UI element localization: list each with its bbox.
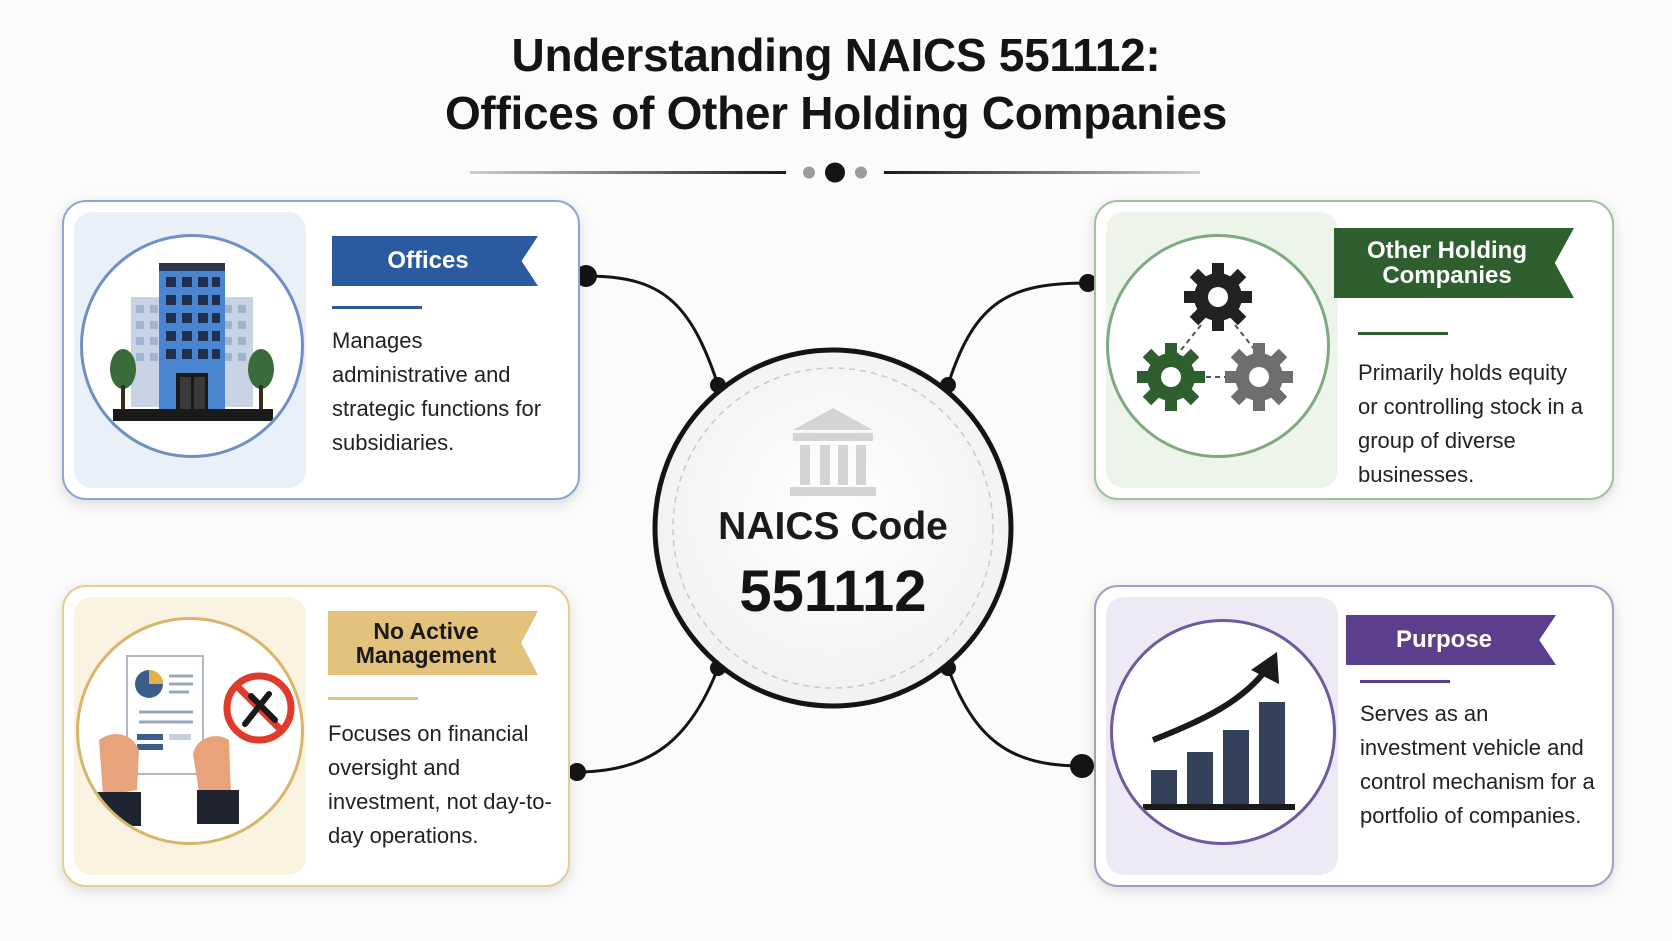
page-title-line-1: Understanding NAICS 551112:: [511, 29, 1161, 81]
card-no-active-icon-circle: [76, 617, 304, 845]
card-offices-underline: [332, 306, 422, 309]
page-title-line-2: Offices of Other Holding Companies: [444, 87, 1228, 139]
card-no-active-underline: [328, 697, 418, 700]
center-label: NAICS Code: [718, 505, 948, 548]
card-purpose-icon-circle: [1110, 619, 1336, 845]
card-offices-description: Manages administrative and strategic fun…: [332, 328, 542, 455]
card-offices: Offices Manages administrative and strat…: [62, 200, 580, 500]
bank-building-icon: [790, 408, 876, 496]
card-no-active-description: Focuses on financial oversight and inves…: [328, 721, 552, 848]
card-holding: Other Holding Companies Primarily holds …: [1094, 200, 1614, 500]
office-building-icon: [110, 263, 274, 421]
card-purpose-underline: [1360, 680, 1450, 683]
card-holding-description: Primarily holds equity or controlling st…: [1358, 360, 1583, 487]
card-no-active-heading: No Active Management: [328, 611, 538, 675]
card-purpose-heading: Purpose: [1346, 615, 1556, 665]
center-hub: [652, 347, 1014, 709]
center-code: 551112: [739, 559, 927, 624]
card-offices-icon-circle: [80, 234, 304, 458]
gears-icon: [1137, 263, 1293, 411]
report-no-tools-icon: [97, 655, 295, 826]
card-purpose-description: Serves as an investment vehicle and cont…: [1360, 701, 1595, 828]
card-no-active-management: No Active Management Focuses on financia…: [62, 585, 570, 887]
title-divider: [470, 162, 1200, 183]
card-purpose: Purpose Serves as an investment vehicle …: [1094, 585, 1614, 887]
card-holding-heading: Other Holding Companies: [1334, 228, 1574, 298]
card-holding-icon-circle: [1106, 234, 1330, 458]
card-holding-underline: [1358, 332, 1448, 335]
growth-chart-icon: [1143, 652, 1295, 810]
card-offices-heading: Offices: [332, 236, 538, 286]
